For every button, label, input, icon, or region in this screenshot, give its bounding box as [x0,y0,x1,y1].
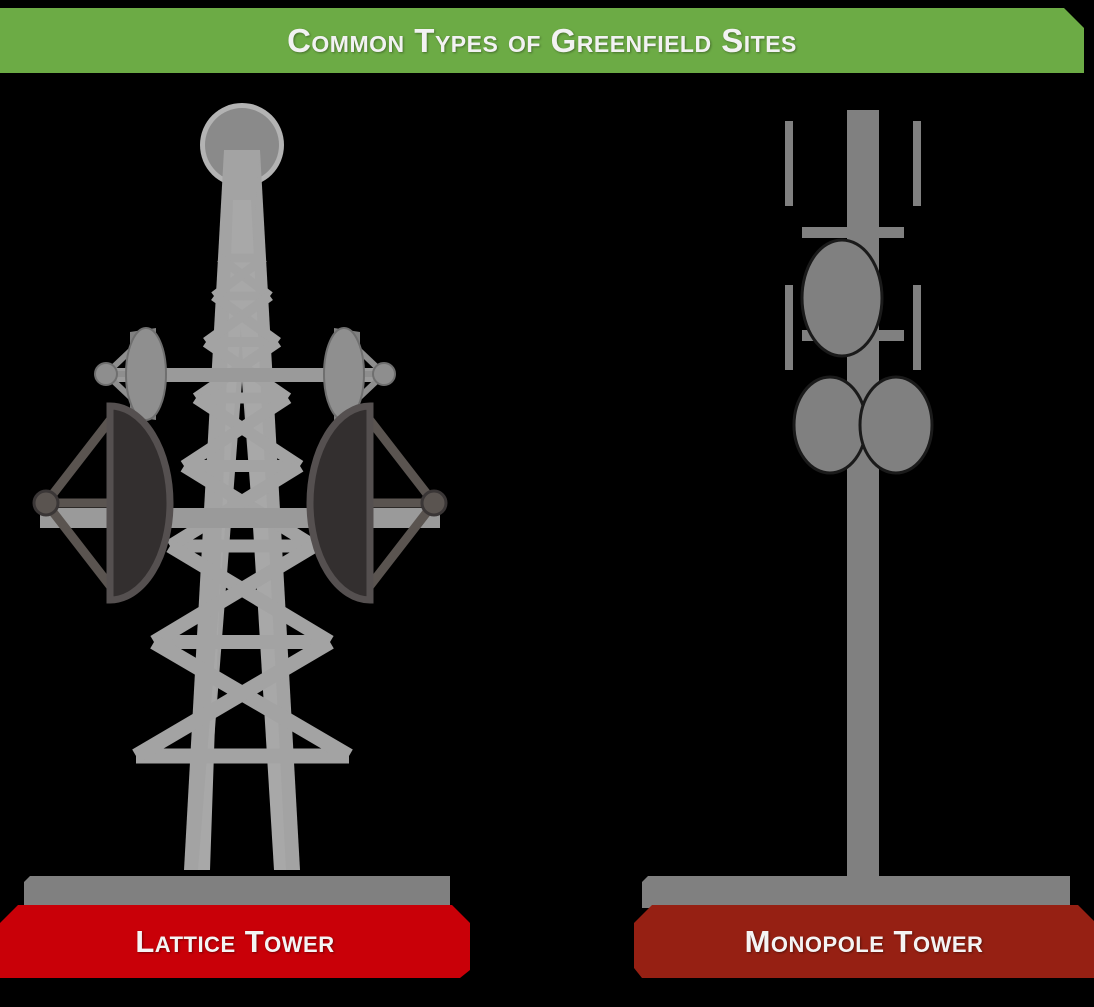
lower-ellipse-antenna-right [858,375,934,475]
panel-lattice-tower [0,80,480,1007]
base-pad [642,876,1070,908]
header-banner: Common Types of Greenfield Sites [0,8,1084,73]
arm-end-bar-lower-right [913,285,921,370]
arm-end-bar-lower-left [785,285,793,370]
panel-monopole-tower [610,80,1094,1007]
caption-plate-monopole: Monopole Tower [634,905,1094,978]
arm-end-bar-upper-right [913,121,921,206]
upper-ellipse-antenna [800,238,884,358]
lattice-tower-illustration [24,103,450,908]
lower-antenna-arm [40,508,440,528]
arm-end-bar-upper-left [785,121,793,206]
upper-dish-antenna-right [323,327,396,421]
caption-label-monopole: Monopole Tower [744,923,984,959]
lower-ellipse-antenna-left [792,375,868,475]
arm-horizontal-upper-right [842,227,904,238]
monopole-tower-illustration [642,110,1070,908]
caption-plate-lattice: Lattice Tower [0,905,470,978]
lower-ellipse-antennas [792,375,934,475]
upper-dish-antenna-left [94,327,167,421]
lower-dish-antenna-left [32,402,174,604]
vertical-pole [847,110,879,880]
cross-bracing [132,253,353,764]
caption-label-lattice: Lattice Tower [135,923,335,959]
base-pad [24,876,450,908]
upper-antenna-arm [100,368,390,382]
lower-dish-antenna-right [306,402,448,604]
page-title: Common Types of Greenfield Sites [287,21,797,59]
arm-horizontal-upper-left [802,227,864,238]
